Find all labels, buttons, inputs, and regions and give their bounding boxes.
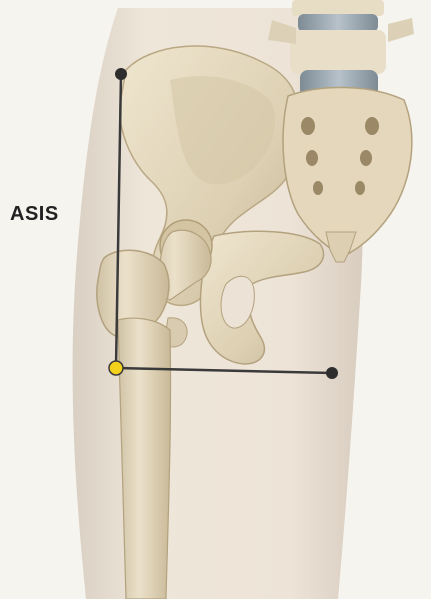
asis-guide-lines — [108, 68, 338, 379]
vertical-guide-line — [114, 73, 123, 369]
femur-illustration — [96, 229, 212, 599]
greater-trochanter-marker — [108, 360, 124, 376]
asis-label: ASIS — [10, 203, 59, 225]
pubic-marker — [326, 367, 338, 379]
asis-marker — [115, 68, 127, 80]
horizontal-guide-line — [115, 366, 333, 375]
